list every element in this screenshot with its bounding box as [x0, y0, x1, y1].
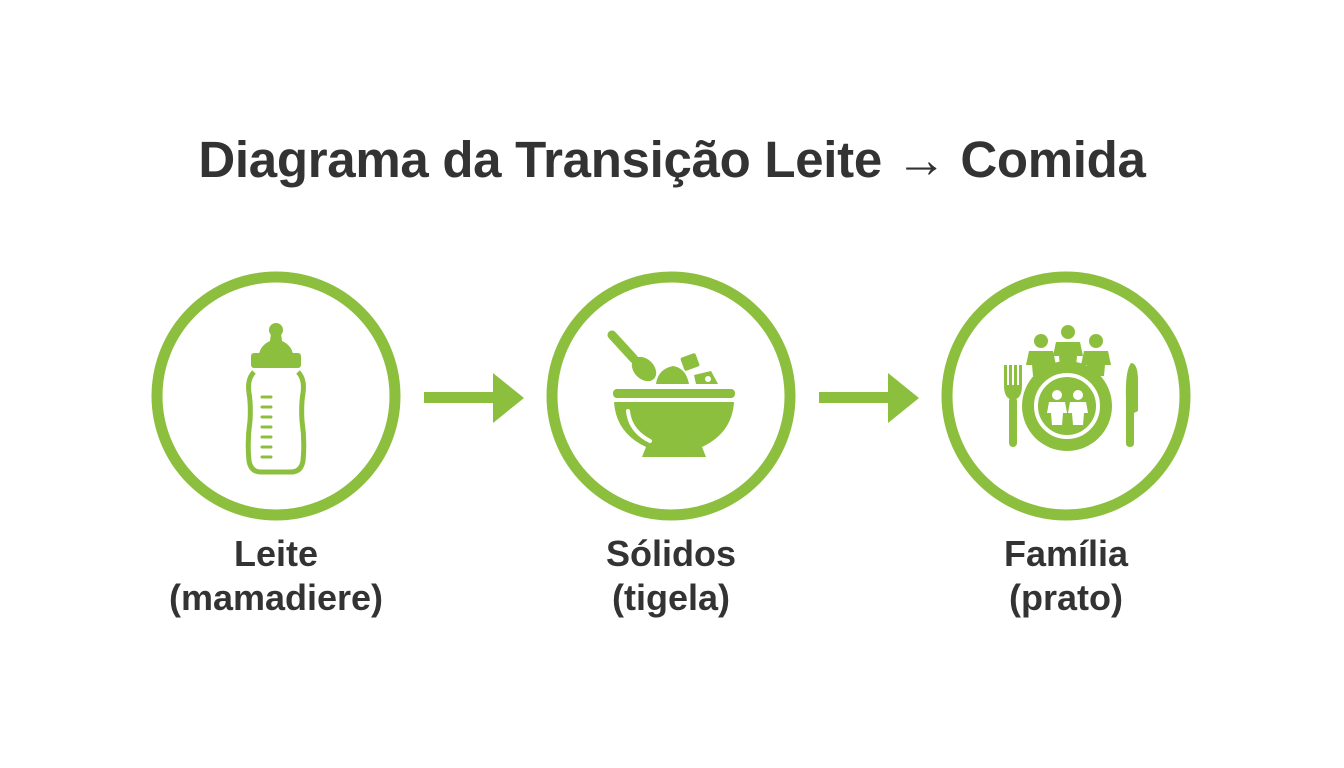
arrow-milk-to-solids [423, 372, 525, 424]
stage-detail: (mamadiere) [168, 577, 384, 618]
arrow-right-icon [819, 373, 919, 423]
arrow-solids-to-family [818, 372, 920, 424]
stage-label-milk: Leite (mamadiere) [116, 532, 436, 620]
stage-detail: (tigela) [611, 577, 730, 618]
knife-icon [1125, 363, 1138, 447]
family-plate-icon [941, 271, 1191, 521]
stage-milk [151, 271, 401, 521]
stage-name: Família [1003, 533, 1129, 574]
stage-name: Sólidos [605, 533, 736, 574]
diagram-title: Diagrama da Transição Leite → Comida [198, 131, 1146, 188]
stage-label-solids: Sólidos (tigela) [511, 532, 831, 620]
fork-icon [1004, 365, 1022, 447]
arrow-right-icon [424, 373, 524, 423]
stage-solids [546, 271, 796, 521]
food-bowl-icon [546, 271, 796, 521]
stage-family [941, 271, 1191, 521]
baby-bottle-icon [151, 271, 401, 521]
stage-detail: (prato) [1009, 577, 1123, 618]
stage-name: Leite [233, 533, 319, 574]
stage-label-family: Família (prato) [906, 532, 1226, 620]
